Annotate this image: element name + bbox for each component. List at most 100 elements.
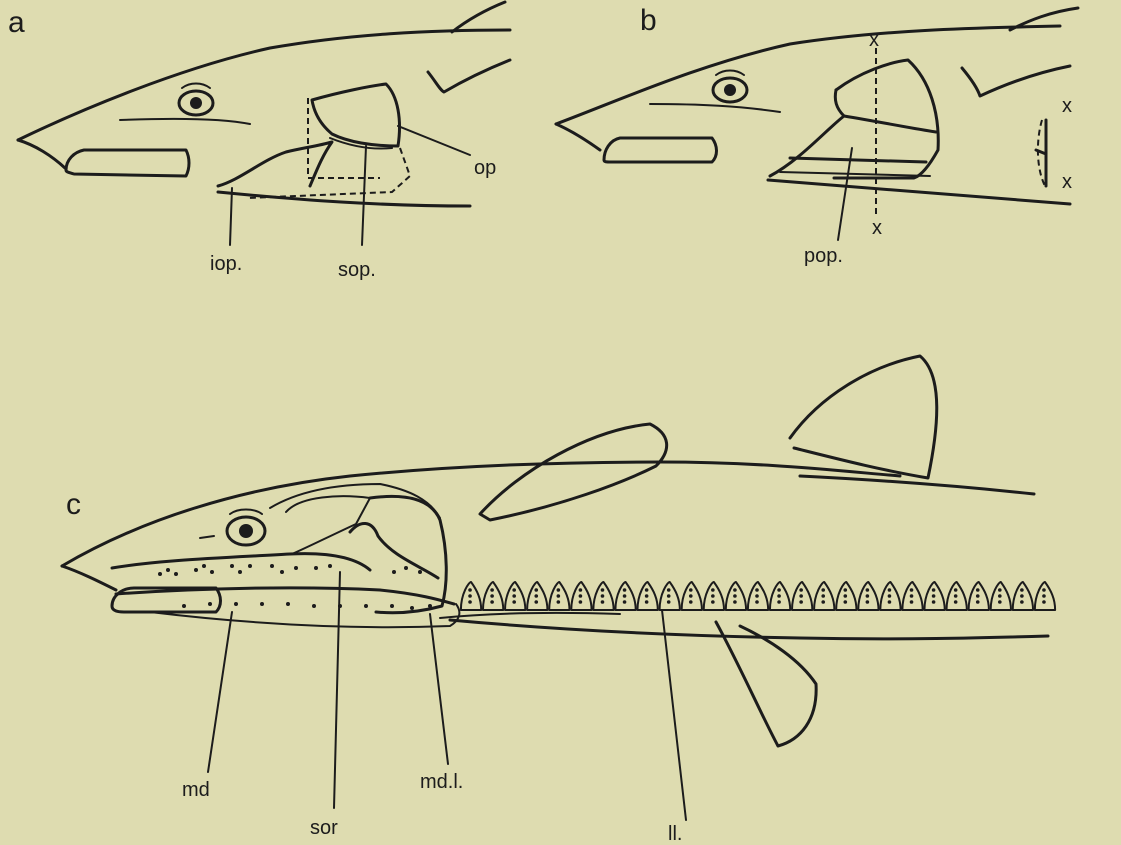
mdl-leader <box>430 614 448 764</box>
scale-pore <box>777 600 781 604</box>
ll-leader <box>662 610 686 820</box>
suborbital-series <box>112 554 370 570</box>
scale-pore <box>667 600 671 604</box>
scale-pore <box>777 588 781 592</box>
scale-pore <box>799 594 803 598</box>
scale-pore <box>954 594 958 598</box>
panel-c-letter: c <box>66 488 81 521</box>
scale-pore <box>888 600 892 604</box>
scale-pore <box>866 594 870 598</box>
lateral-scale-row <box>461 582 1055 610</box>
scale-pore <box>468 600 472 604</box>
scale-pore <box>534 594 538 598</box>
scale-pore <box>1042 594 1046 598</box>
scale-pore <box>711 600 715 604</box>
label-sop: sop. <box>338 259 376 281</box>
label-x-right-top: x <box>1062 95 1072 117</box>
scale-pore <box>910 588 914 592</box>
scale-pore <box>601 588 605 592</box>
label-sor: sor <box>310 817 338 839</box>
scale-pore <box>711 594 715 598</box>
scale-pore <box>557 594 561 598</box>
snout-tip <box>18 140 65 168</box>
scale-pore <box>623 588 627 592</box>
snout-tip <box>62 566 116 590</box>
scale-pore <box>1020 594 1024 598</box>
scale-pore <box>512 594 516 598</box>
scale-pore <box>534 600 538 604</box>
snout-line <box>120 119 250 124</box>
scale-pore <box>468 594 472 598</box>
jaw <box>66 150 189 176</box>
scale-pore <box>998 588 1002 592</box>
scale-pore <box>490 600 494 604</box>
sop-leader <box>362 146 366 245</box>
scale-pore <box>1020 588 1024 592</box>
pop-leader <box>838 148 852 240</box>
first-dorsal-fin <box>480 424 667 520</box>
scale-pore <box>490 594 494 598</box>
scale-pore <box>932 588 936 592</box>
operculum <box>312 84 400 146</box>
label-op: op <box>474 157 496 179</box>
scale-pore <box>998 600 1002 604</box>
scale-pore <box>954 588 958 592</box>
interopercle <box>218 142 332 186</box>
sor-leader <box>334 572 340 808</box>
scale-pore <box>623 600 627 604</box>
scale-pore <box>821 588 825 592</box>
preopercle-lower <box>790 158 926 162</box>
trunk-lower-line <box>440 613 620 618</box>
scale-pore <box>866 588 870 592</box>
scale-pore <box>645 594 649 598</box>
panel-c: c <box>62 356 1055 845</box>
cheek-lower <box>116 588 454 604</box>
ventral-outline <box>768 180 1070 204</box>
scale-pore <box>755 600 759 604</box>
scale-pore <box>755 594 759 598</box>
dorsal-fin-edge <box>452 2 505 32</box>
scale-pore <box>689 600 693 604</box>
scale-pore <box>799 588 803 592</box>
scale-pore <box>711 588 715 592</box>
scale-pore <box>976 588 980 592</box>
preopercle-front <box>770 116 844 176</box>
back-line <box>800 476 1034 494</box>
scale-pore <box>843 588 847 592</box>
label-x-top: x <box>869 29 879 51</box>
operculum <box>370 496 446 612</box>
scale-pore <box>910 594 914 598</box>
scale-pore <box>777 594 781 598</box>
scale-pore <box>888 594 892 598</box>
label-md: md <box>182 779 210 801</box>
scale-pore <box>667 588 671 592</box>
scale-pore <box>733 588 737 592</box>
panel-b-letter: b <box>640 4 657 37</box>
scale-pore <box>645 600 649 604</box>
scale-pore <box>557 588 561 592</box>
label-x-right-bottom: x <box>1062 171 1072 193</box>
eye <box>200 510 265 546</box>
scale-pore <box>733 600 737 604</box>
scale-pore <box>910 600 914 604</box>
scale-pore <box>490 588 494 592</box>
scale-pore <box>976 600 980 604</box>
scale-pore <box>601 600 605 604</box>
scale-pore <box>799 600 803 604</box>
scale-pore <box>843 600 847 604</box>
scale-pore <box>976 594 980 598</box>
scale-pore <box>932 600 936 604</box>
gill-line <box>780 172 930 176</box>
scale-pore <box>866 600 870 604</box>
jaw <box>604 138 717 162</box>
scale-pore <box>998 594 1002 598</box>
panel-a-letter: a <box>8 6 25 39</box>
op-leader <box>398 126 470 155</box>
scale-pore <box>468 588 472 592</box>
scale-pore <box>932 594 936 598</box>
scale-pore <box>557 600 561 604</box>
label-ll: ll. <box>668 823 682 845</box>
scale-pore <box>689 594 693 598</box>
